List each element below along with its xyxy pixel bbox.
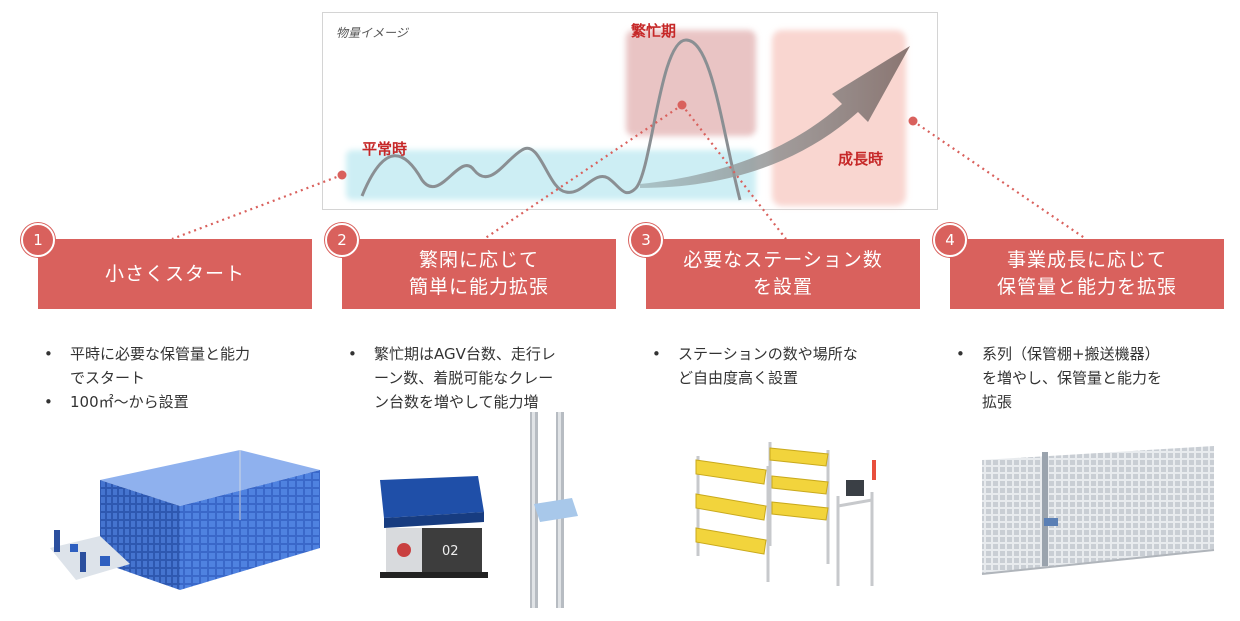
step-2-box: 繁閑に応じて 簡単に能力拡張 (342, 239, 616, 309)
connector-line-1 (171, 173, 343, 241)
warehouse-rack-illustration (50, 450, 320, 590)
step-4-badge: 4 (933, 223, 967, 257)
step-4-bullets: 系列（保管棚+搬送機器） を増やし、保管量と能力を 拡張 (950, 342, 1230, 414)
connector-line-4 (912, 120, 1087, 240)
label-normal-period: 平常時 (362, 140, 408, 158)
step-2-bullet-1: 繁忙期はAGV台数、走行レ ーン数、着脱可能なクレー ン台数を増やして能力増 (342, 342, 622, 414)
peak-period-zone (626, 30, 756, 136)
agv-robot-illustration (380, 476, 488, 578)
step-3-box: 必要なステーション数 を設置 (646, 239, 920, 309)
step-1-bullets: 平時に必要な保管量と能力 でスタート 100㎡〜から設置 (38, 342, 318, 414)
step-1-box: 小さくスタート (38, 239, 312, 309)
growth-arrow (640, 46, 910, 188)
step-3-bullets: ステーションの数や場所な ど自由度高く設置 (646, 342, 926, 390)
volume-wave-line (360, 38, 742, 201)
large-rack-illustration (981, 446, 1215, 575)
step-4-box: 事業成長に応じて 保管量と能力を拡張 (950, 239, 1224, 309)
step-1-bullet-1: 平時に必要な保管量と能力 でスタート (38, 342, 318, 390)
step-1-badge: 1 (21, 223, 55, 257)
label-peak-period: 繁忙期 (631, 22, 677, 40)
step-2-badge: 2 (325, 223, 359, 257)
agv-number-label: 02 (442, 544, 459, 559)
label-growth-period: 成長時 (838, 150, 884, 168)
step-3-badge: 3 (629, 223, 663, 257)
chart-caption: 物量イメージ (336, 26, 408, 40)
step-4-bullet-1: 系列（保管棚+搬送機器） を増やし、保管量と能力を 拡張 (950, 342, 1230, 414)
connector-line-3 (681, 104, 787, 240)
step-1-bullet-2: 100㎡〜から設置 (38, 390, 318, 414)
connector-line-2 (483, 104, 683, 240)
step-2-bullets: 繁忙期はAGV台数、走行レ ーン数、着脱可能なクレー ン台数を増やして能力増 (342, 342, 622, 414)
crane-mast-illustration (530, 412, 578, 608)
station-shelf-illustration (695, 442, 876, 586)
step-3-bullet-1: ステーションの数や場所な ど自由度高く設置 (646, 342, 926, 390)
